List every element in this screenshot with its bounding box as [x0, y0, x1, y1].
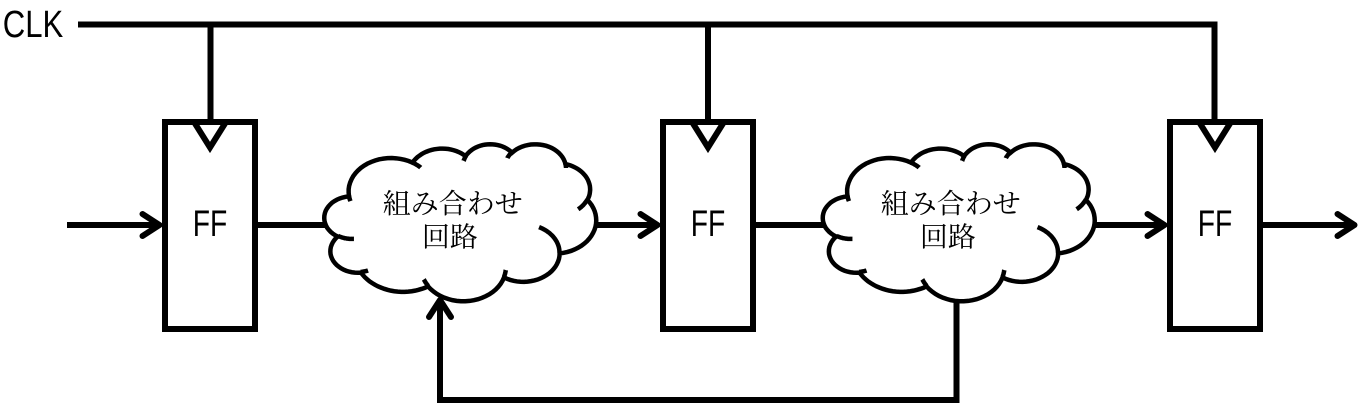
svg-text:CLK: CLK [3, 4, 64, 46]
svg-text:FF: FF [1198, 203, 1233, 244]
svg-text:FF: FF [691, 203, 726, 244]
svg-text:FF: FF [193, 203, 228, 244]
